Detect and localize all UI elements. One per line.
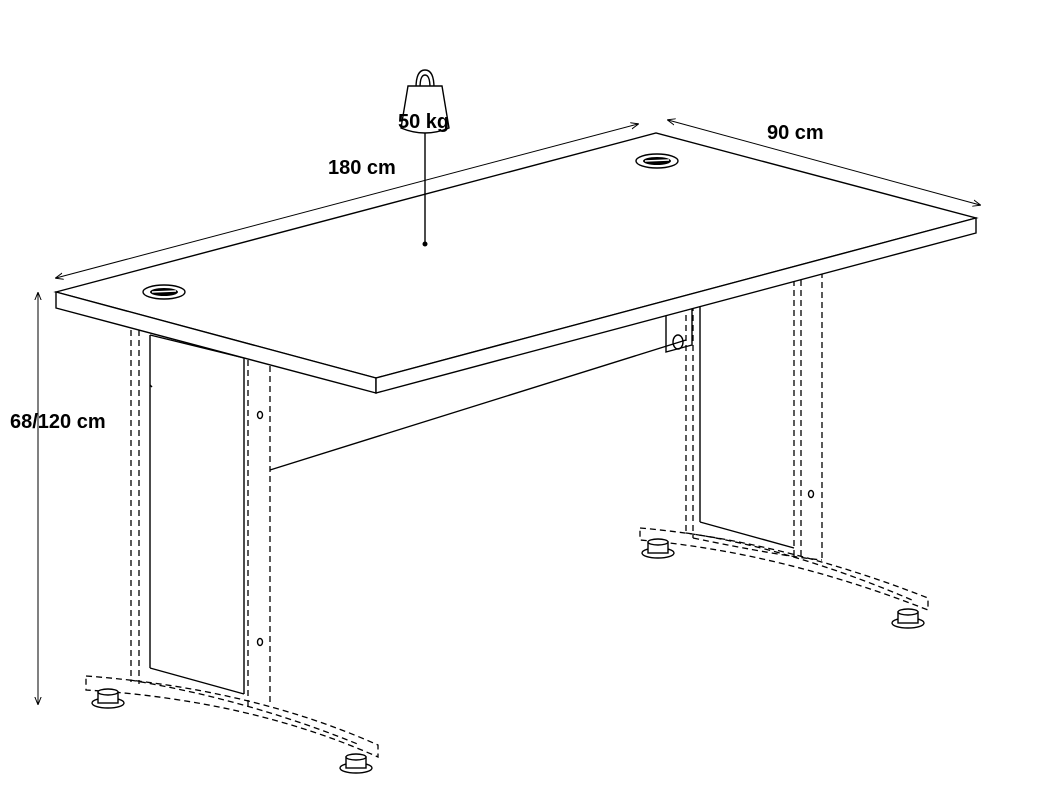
- weight-icon: [400, 69, 450, 247]
- left-leg: [85, 330, 379, 759]
- leveling-foot-icon: [339, 753, 373, 774]
- leveling-foot-icon: [641, 538, 675, 559]
- desktop-surface: [53, 132, 979, 394]
- leveling-foot-icon: [91, 688, 125, 709]
- height-label: 68/120 cm: [10, 411, 106, 433]
- width-label: 180 cm: [328, 157, 396, 179]
- depth-label: 90 cm: [767, 122, 824, 144]
- cable-grommet-icon: [142, 284, 186, 300]
- cable-grommet-icon: [635, 153, 679, 169]
- width-dimension-line: [56, 124, 638, 278]
- right-leg: [639, 272, 929, 611]
- depth-dimension-line: [668, 120, 980, 205]
- load-label: 50 kg: [398, 111, 449, 133]
- leveling-foot-icon: [891, 608, 925, 629]
